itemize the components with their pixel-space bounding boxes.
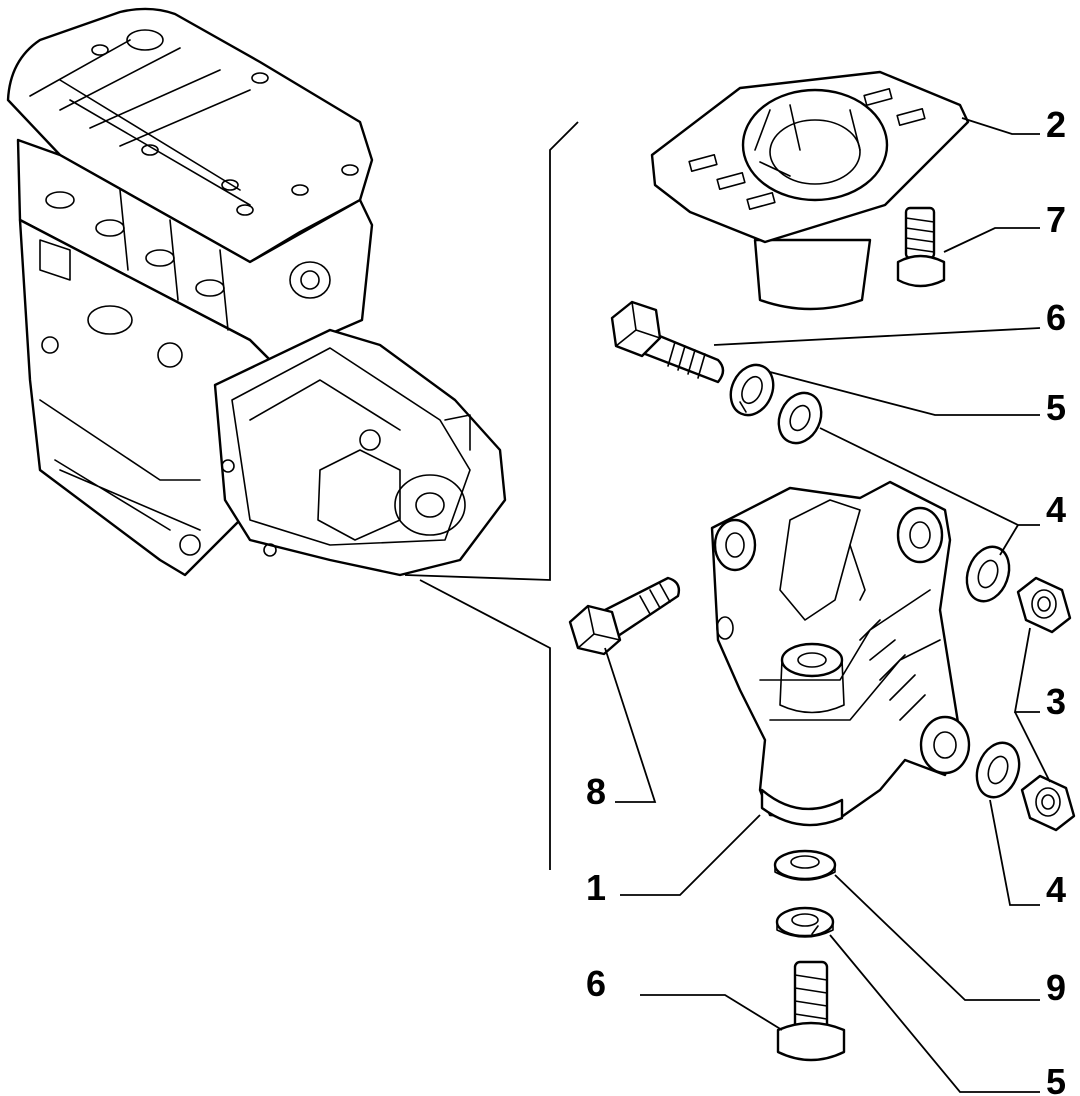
part-1-mount-bracket (710, 480, 971, 827)
callout-5-upper: 5 (1046, 387, 1066, 428)
callout-5-lower: 5 (1046, 1061, 1066, 1096)
callout-6-lower: 6 (586, 963, 606, 1004)
part-9-washer (773, 849, 837, 881)
engine-gearbox-assembly (6, 7, 579, 870)
callout-2: 2 (1046, 104, 1066, 145)
part-8-bolt (568, 576, 681, 656)
callout-4-upper: 4 (1046, 489, 1066, 530)
part-7-bolt (896, 206, 946, 288)
callout-labels: 2 7 6 5 4 3 8 1 4 6 9 5 (586, 104, 1066, 1096)
part-6-bolt-upper (610, 300, 725, 384)
part-3-nut-upper (1016, 576, 1072, 634)
part-4-washer-upper (777, 391, 823, 445)
callout-6-upper: 6 (1046, 297, 1066, 338)
leader-lines (604, 117, 1051, 1093)
assembly-link-line-lower (419, 579, 551, 870)
assembly-link-line-upper (404, 121, 579, 581)
callout-7: 7 (1046, 199, 1066, 240)
callout-1: 1 (586, 867, 606, 908)
part-2-upper-mount (650, 70, 970, 311)
callout-9: 9 (1046, 967, 1066, 1008)
part-5-washer-upper (729, 363, 775, 417)
part-5-washer-lower (775, 906, 835, 938)
callout-4-lower: 4 (1046, 869, 1066, 910)
callout-3: 3 (1046, 681, 1066, 722)
part-4-washer-right-lower (975, 741, 1021, 799)
part-3-nut-lower (1020, 774, 1076, 832)
part-6-bolt-lower (776, 960, 846, 1062)
callout-8: 8 (586, 771, 606, 812)
part-4-washer-right-upper (965, 545, 1011, 603)
